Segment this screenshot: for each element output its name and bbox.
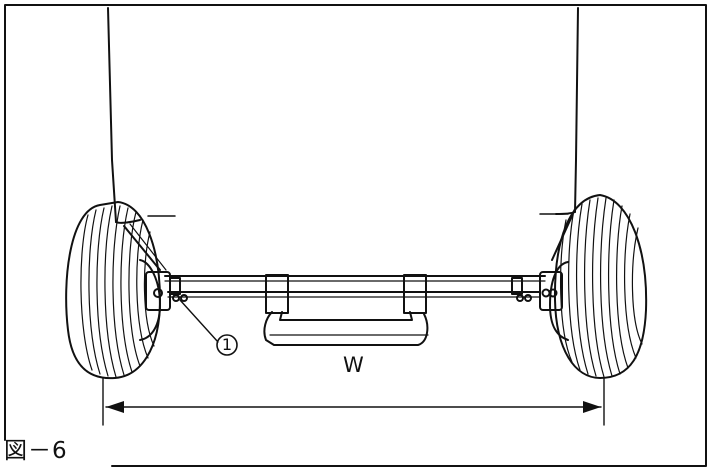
tractor-body (107, 7, 579, 271)
figure-caption: 図－6 (4, 438, 68, 464)
callout-leader (179, 299, 219, 343)
frame-border (4, 4, 707, 467)
callout-circle (216, 334, 238, 356)
callout-number: 1 (221, 335, 233, 354)
center-drawbar (263, 274, 429, 346)
rear-axle (164, 275, 546, 302)
left-tire (65, 201, 161, 380)
right-tire (549, 194, 648, 379)
dimension-w (102, 377, 605, 426)
dimension-label-w: W (343, 353, 364, 377)
